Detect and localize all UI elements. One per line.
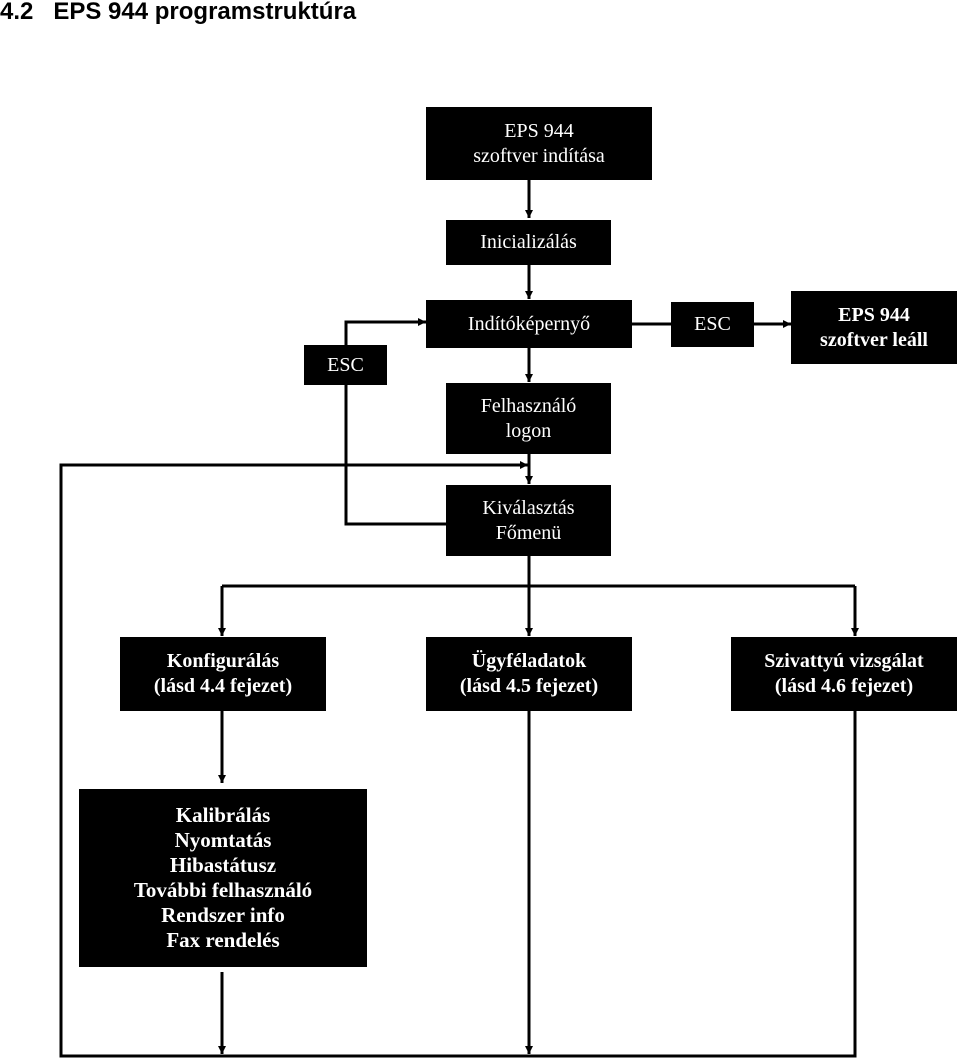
box-config-line2: (lásd 4.4 fejezet) — [153, 675, 293, 697]
box-stop-line2: szoftver leáll — [820, 328, 928, 351]
box-mainmenu-line1: Kiválasztás — [482, 496, 575, 519]
box-esc-right: ESC — [671, 302, 754, 347]
box-stop-line1: EPS 944 — [838, 303, 910, 326]
submenu-calibration: Kalibrálás — [175, 803, 271, 827]
box-esc-left: ESC — [304, 345, 387, 385]
box-logon-line2: logon — [505, 419, 552, 442]
box-start-line1: EPS 944 — [504, 119, 574, 142]
box-customer-line1: Ügyféladatok — [471, 650, 587, 672]
submenu-additional-user: További felhasználó — [133, 878, 313, 902]
box-init-line1: Inicializálás — [480, 231, 577, 253]
box-customer-line2: (lásd 4.5 fejezet) — [459, 675, 599, 697]
box-start-software: EPS 944 szoftver indítása — [426, 107, 652, 180]
arrow-esc-left-to-startscreen — [344, 318, 426, 345]
box-pump-line1: Szivattyú vizsgálat — [764, 650, 924, 672]
box-user-logon: Felhasználó logon — [446, 383, 611, 454]
box-start-line2: szoftver indítása — [473, 144, 605, 167]
arrow-return-loop — [59, 461, 857, 1058]
box-mainmenu-line2: Főmenü — [495, 521, 562, 544]
box-customer-data: Ügyféladatok (lásd 4.5 fejezet) — [426, 637, 632, 711]
box-configuration: Konfigurálás (lásd 4.4 fejezet) — [120, 637, 326, 711]
box-config-line1: Konfigurálás — [166, 650, 280, 672]
box-pump-test: Szivattyú vizsgálat (lásd 4.6 fejezet) — [731, 637, 957, 711]
submenu-printing: Nyomtatás — [174, 828, 272, 852]
box-logon-line1: Felhasználó — [480, 394, 577, 417]
submenu-fax-order: Fax rendelés — [166, 928, 280, 952]
box-esc-right-line1: ESC — [694, 313, 731, 335]
box-pump-line2: (lásd 4.6 fejezet) — [774, 675, 914, 697]
box-main-menu: Kiválasztás Főmenü — [446, 485, 611, 556]
submenu-system-info: Rendszer info — [161, 903, 285, 927]
box-esc-left-line1: ESC — [327, 353, 364, 376]
submenu-error-status: Hibastátusz — [169, 853, 277, 877]
box-software-stop: EPS 944 szoftver leáll — [791, 291, 957, 364]
line-mainmenu-to-esc-left — [344, 385, 446, 526]
box-initialization: Inicializálás — [446, 220, 611, 265]
box-start-screen: Indítóképernyő — [426, 300, 632, 348]
box-config-submenu: Kalibrálás Nyomtatás Hibastátusz További… — [79, 789, 367, 967]
section-title: 4.2 EPS 944 programstruktúra — [0, 0, 357, 25]
box-startscreen-line1: Indítóképernyő — [467, 312, 591, 335]
